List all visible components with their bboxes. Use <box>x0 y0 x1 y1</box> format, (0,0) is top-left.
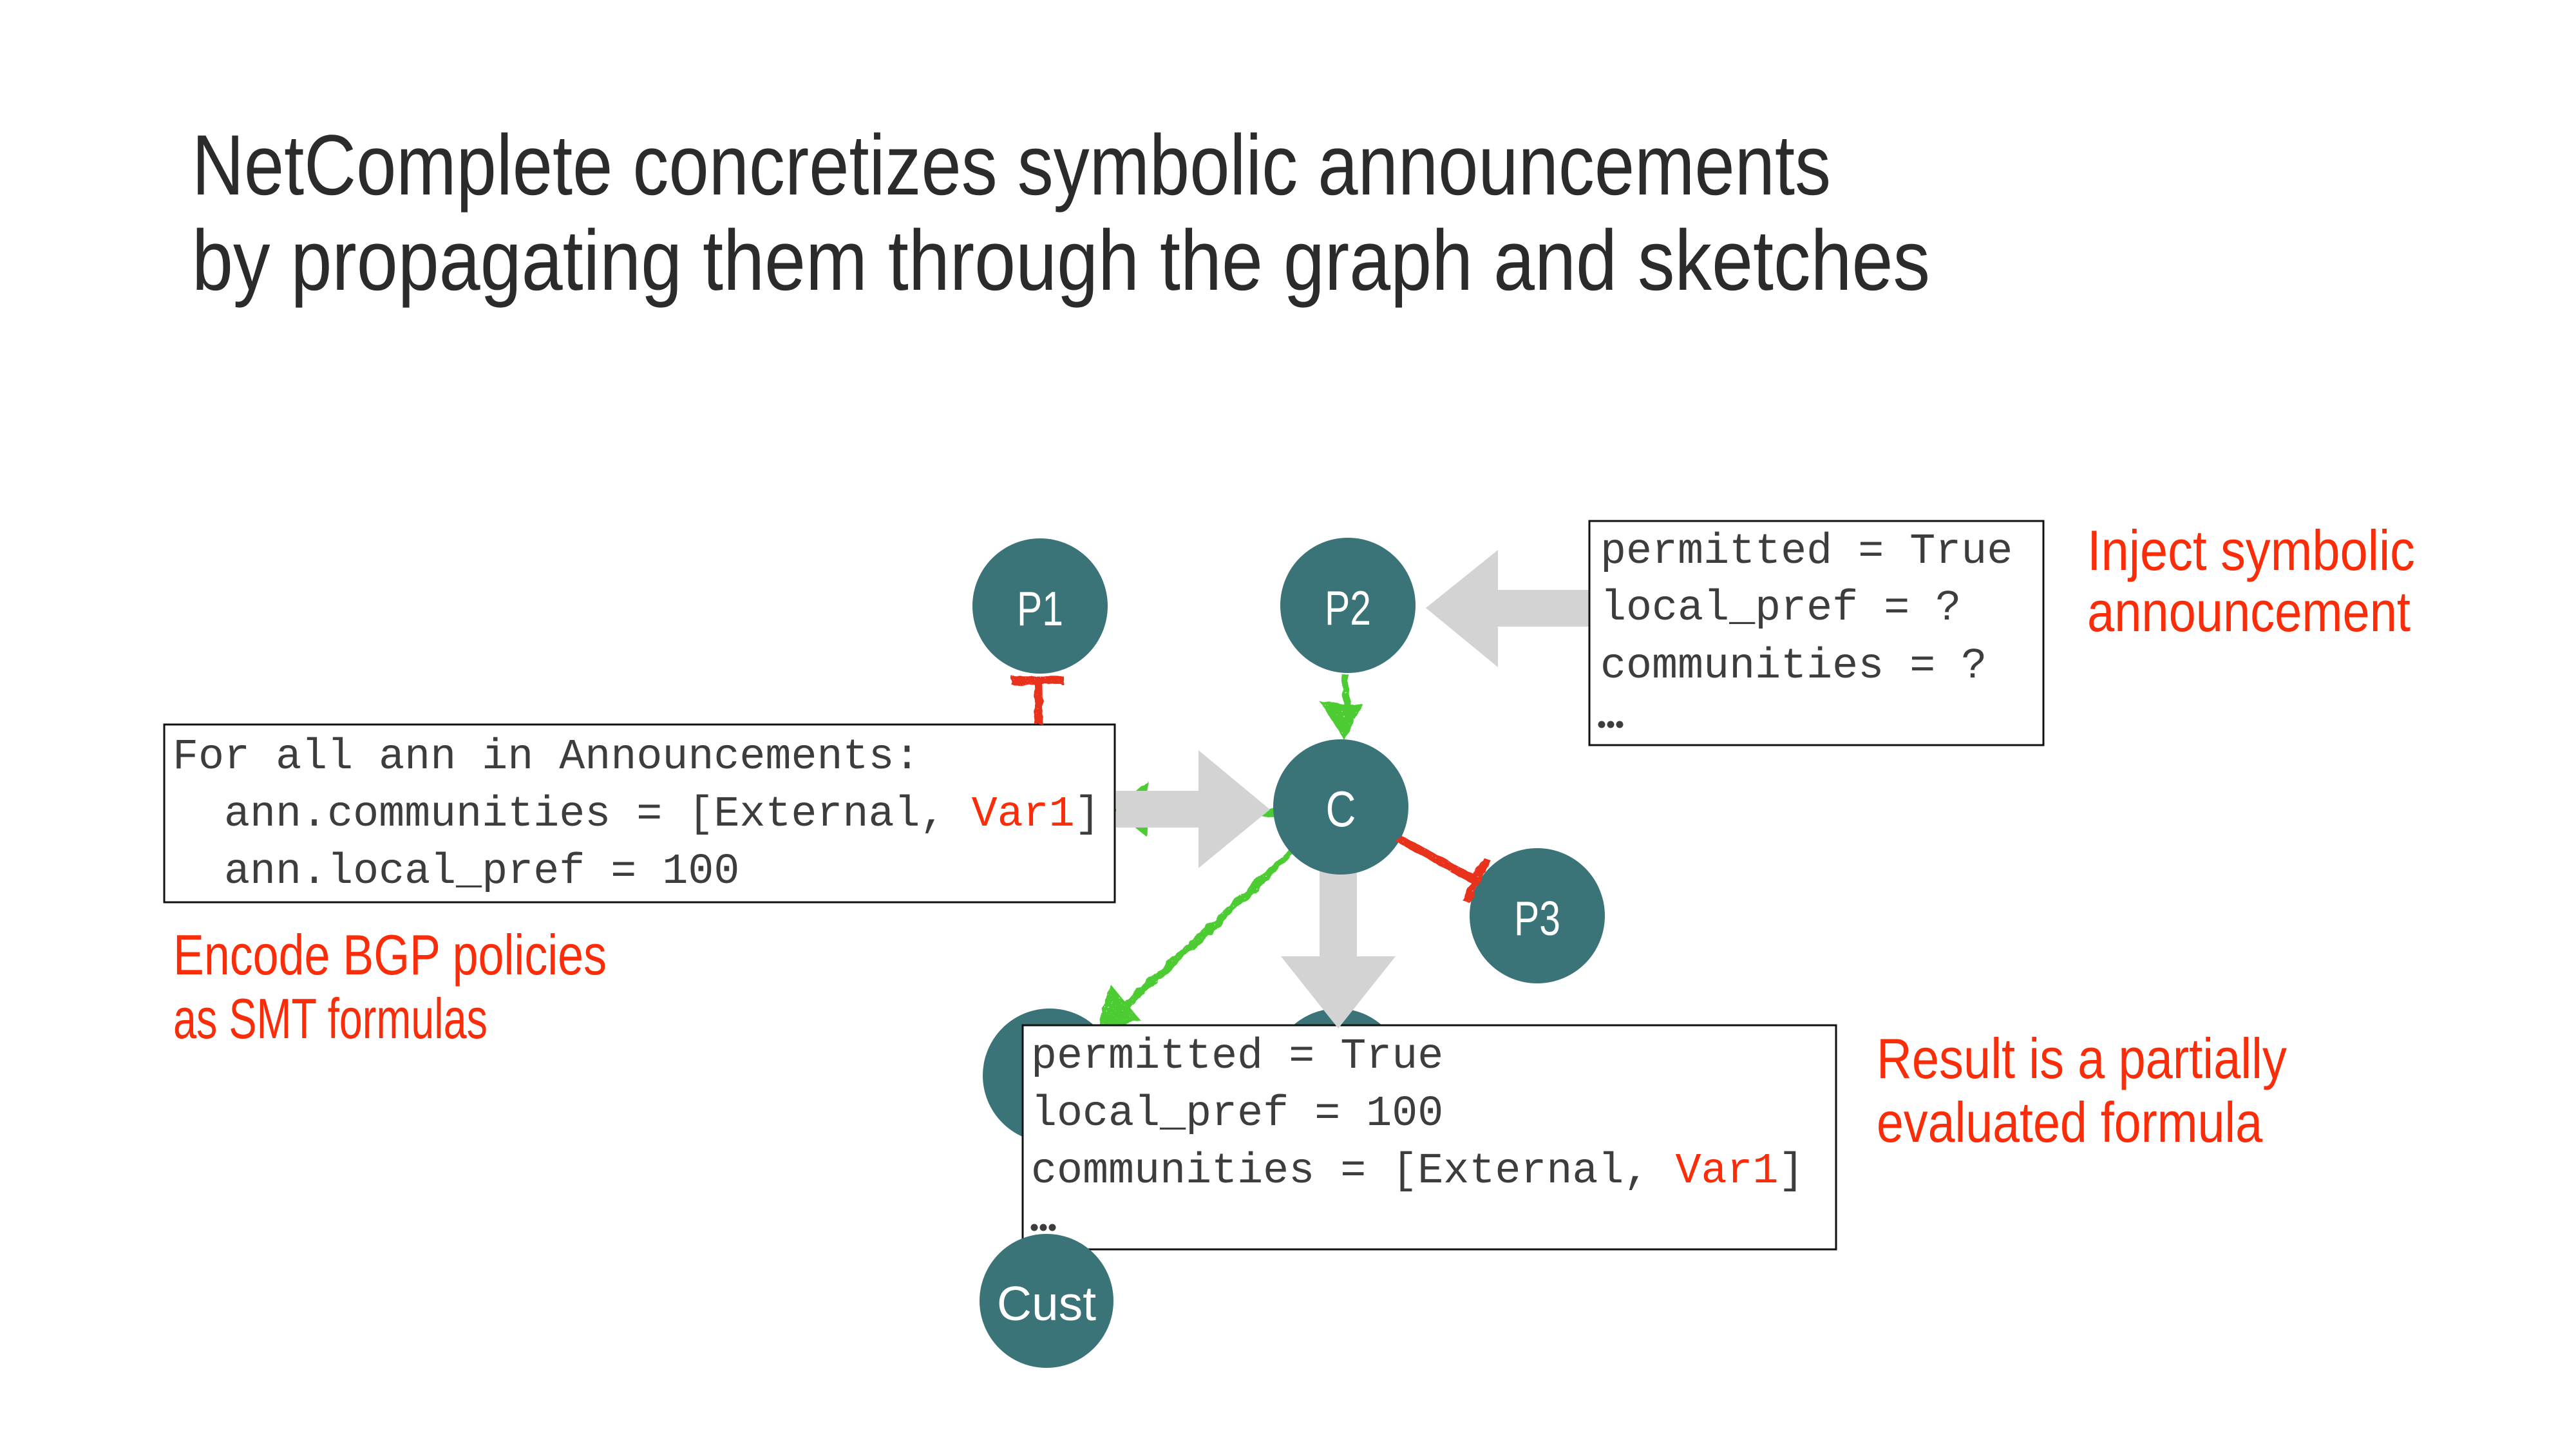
svg-text:announcement: announcement <box>2087 580 2410 643</box>
svg-text:local_pref = 100: local_pref = 100 <box>1031 1090 1443 1139</box>
svg-text:NetComplete concretizes symbol: NetComplete concretizes symbolic announc… <box>192 118 1831 213</box>
svg-text:P1: P1 <box>1017 582 1063 636</box>
svg-text:evaluated formula: evaluated formula <box>1877 1090 2262 1154</box>
svg-text:permitted = True: permitted = True <box>1600 527 2012 576</box>
svg-text:communities = ?: communities = ? <box>1600 642 1987 691</box>
svg-text:Cust: Cust <box>997 1276 1096 1331</box>
svg-text:communities = [External, Var1]: communities = [External, Var1] <box>1031 1147 1804 1196</box>
svg-text:For all ann in Announcements:: For all ann in Announcements: <box>173 733 920 782</box>
svg-text:local_pref = ?: local_pref = ? <box>1600 584 1961 633</box>
svg-text:Result is a partially: Result is a partially <box>1877 1027 2287 1090</box>
svg-text:ann.communities = [External, V: ann.communities = [External, Var1] <box>224 790 1101 839</box>
svg-text:C: C <box>1326 781 1356 837</box>
svg-text:ann.local_pref = 100: ann.local_pref = 100 <box>224 848 739 896</box>
svg-text:Inject symbolic: Inject symbolic <box>2087 518 2415 582</box>
svg-text:by propagating them through th: by propagating them through the graph an… <box>192 213 1930 308</box>
svg-text:permitted = True: permitted = True <box>1031 1032 1443 1081</box>
svg-text:P3: P3 <box>1514 891 1560 945</box>
svg-text:P2: P2 <box>1325 581 1371 635</box>
svg-text:as SMT formulas: as SMT formulas <box>173 987 488 1050</box>
svg-text:Encode BGP policies: Encode BGP policies <box>173 923 607 987</box>
